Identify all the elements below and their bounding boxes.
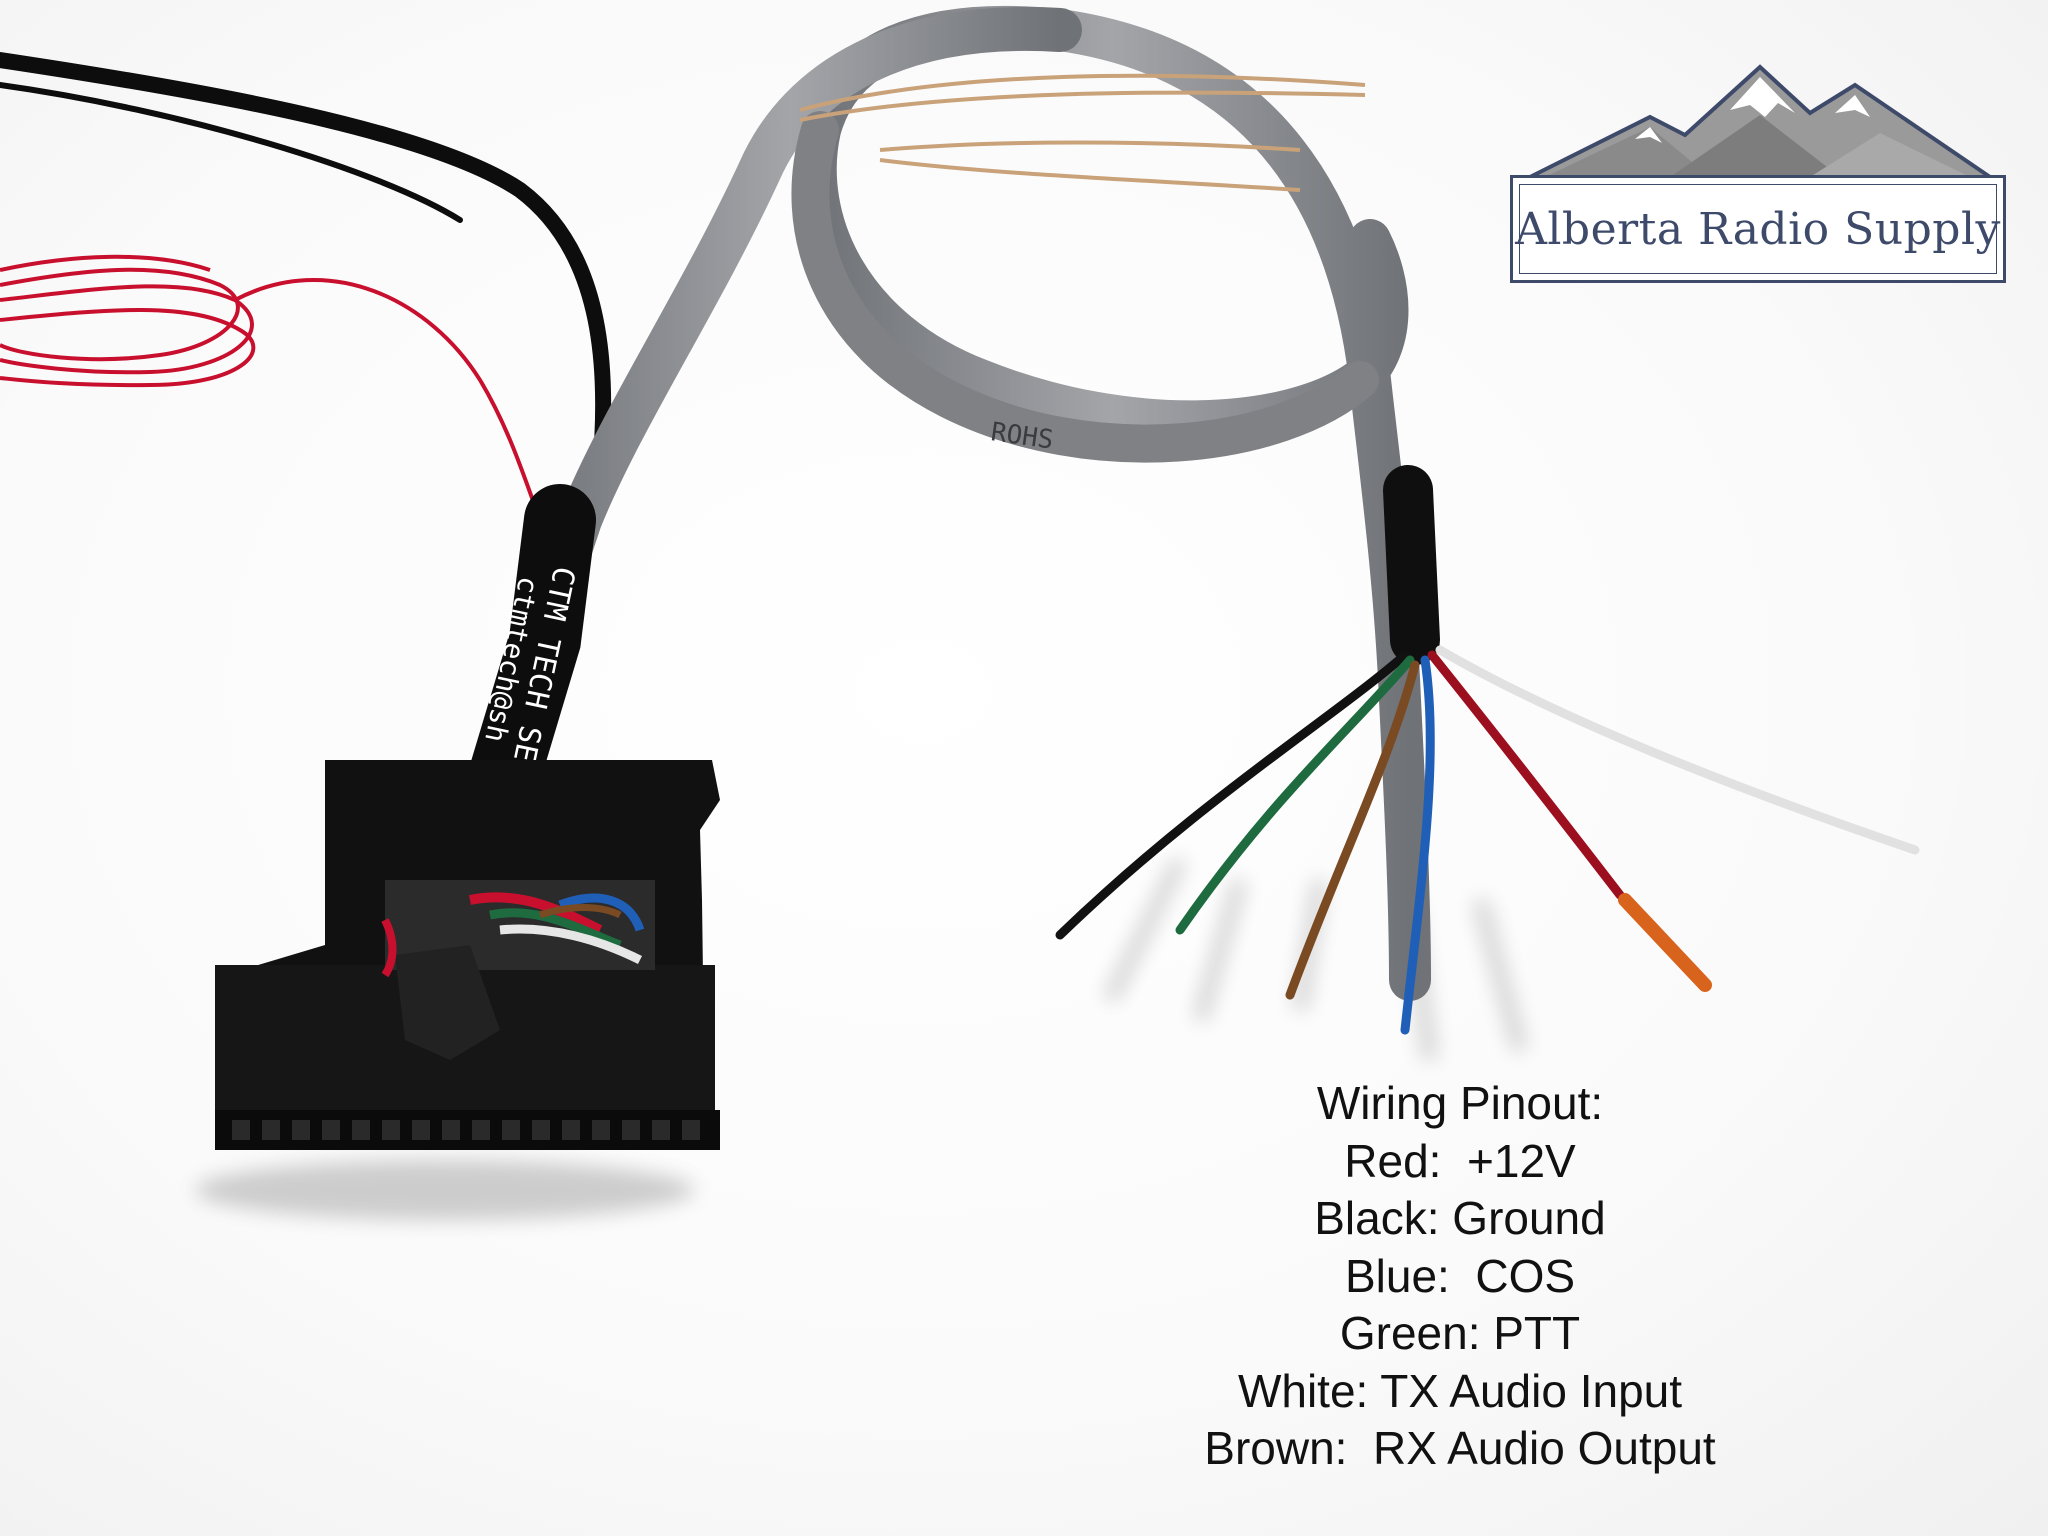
pinout-title: Wiring Pinout: [1316, 1077, 1604, 1129]
mountain-icon [1529, 64, 1997, 179]
pinout-line-white: White: TX Audio Input [1237, 1364, 1683, 1417]
logo-text: Alberta Radio Supply [1515, 204, 2001, 255]
cable-shadows [195, 856, 1527, 1220]
fanned-conductors [1055, 645, 1920, 1035]
heat-shrink-right [1383, 465, 1440, 665]
pinout-line-brown: Brown: RX Audio Output [1204, 1422, 1716, 1474]
wiring-pinout-legend: Wiring Pinout: Red: +12V Black: Ground B… [1150, 1075, 1770, 1478]
logo-frame: Alberta Radio Supply [1510, 175, 2006, 283]
brand-logo: Alberta Radio Supply [1510, 55, 2010, 295]
pinout-line-green: Green: PTT [1339, 1307, 1581, 1359]
connector-pins [232, 1120, 700, 1140]
pinout-line-black: Black: Ground [1314, 1192, 1606, 1244]
red-power-wire [0, 254, 542, 521]
orange-wire-tip [1618, 893, 1712, 992]
ribbon-connector [215, 760, 720, 1150]
pinout-line-blue: Blue: COS [1344, 1249, 1576, 1302]
pinout-line-red: Red: +12V [1344, 1134, 1576, 1187]
twist-tie [799, 73, 1366, 192]
